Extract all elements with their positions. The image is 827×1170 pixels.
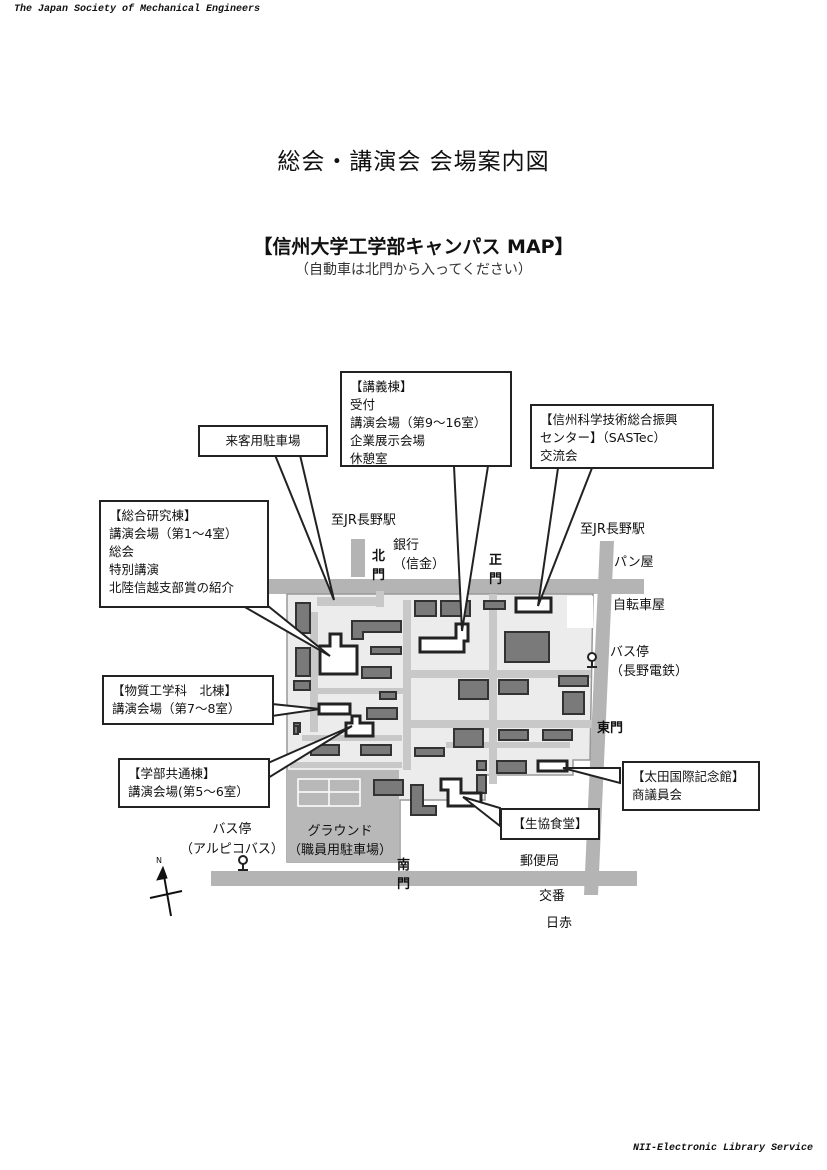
callout-materials-building: 【物質工学科 北棟】 講演会場（第7～8室）	[102, 675, 274, 725]
callout-line: 来客用駐車場	[225, 433, 301, 448]
publisher-header: The Japan Society of Mechanical Engineer…	[14, 4, 261, 15]
callout-lecture-building: 【講義棟】 受付 講演会場（第9～16室） 企業展示会場 休憩室	[340, 371, 512, 467]
callout-coop-cafeteria: 【生協食堂】	[500, 808, 600, 840]
label-south-gate: 南 門	[397, 856, 410, 894]
callout-line: 【総合研究棟】	[109, 508, 197, 523]
sastec-bldg	[514, 596, 553, 614]
label-line: 南	[397, 858, 411, 873]
callout-line: 【学部共通棟】	[128, 766, 216, 781]
label-police-box: 交番	[539, 889, 566, 904]
callout-line: 受付	[350, 397, 376, 412]
callout-sastec: 【信州科学技術総合振興 センター】（SASTec） 交流会	[530, 404, 714, 469]
callout-line: 特別講演	[109, 562, 160, 577]
callout-line: 【信州科学技術総合振興	[540, 412, 678, 427]
label-bike-shop: 自転車屋	[613, 598, 666, 613]
compass-icon	[149, 865, 183, 917]
callout-line: 【講義棟】	[350, 379, 413, 394]
north-road	[268, 579, 644, 594]
lecture-bldg	[418, 622, 470, 654]
callout-line: 講演会場（第9～16室）	[350, 415, 487, 430]
label-main-gate: 正 門	[489, 551, 502, 589]
label-to-jr-station-east: 至JR長野駅	[580, 522, 645, 537]
callout-line: 講演会場(第5～6室）	[128, 784, 249, 799]
callout-guest-parking: 来客用駐車場	[198, 425, 328, 457]
label-ground: グラウンド （職員用駐車場）	[288, 822, 392, 860]
south-road	[211, 871, 637, 886]
callout-common-building: 【学部共通棟】 講演会場(第5～6室）	[118, 758, 270, 808]
venue-buildings	[317, 596, 569, 808]
page-title: 総会・講演会 会場案内図	[277, 149, 550, 175]
internal-paths	[290, 591, 591, 784]
callout-research-building: 【総合研究棟】 講演会場（第1～4室） 総会 特別講演 北陸信越支部賞の紹介	[99, 500, 269, 608]
label-bank: 銀行 （信金）	[393, 536, 445, 574]
research-bldg	[318, 632, 359, 676]
materials-bldg	[317, 702, 352, 716]
callout-line: 商議員会	[632, 787, 683, 802]
label-bus-stop-east: バス停 （長野電鉄）	[610, 643, 688, 681]
label-line: 門	[489, 572, 503, 587]
callout-line: 休憩室	[350, 451, 388, 466]
label-line: バス停	[212, 822, 252, 837]
buildings	[293, 600, 589, 816]
callout-line: 北陸信越支部賞の紹介	[109, 580, 235, 595]
label-line: （アルピコバス）	[180, 842, 284, 857]
label-line: バス停	[610, 645, 650, 660]
label-north-gate: 北 門	[372, 547, 385, 585]
bus-stop-icons	[238, 652, 597, 871]
callout-line: 企業展示会場	[350, 433, 426, 448]
label-east-gate: 東門	[597, 721, 624, 736]
label-to-jr-station-north: 至JR長野駅	[331, 513, 396, 528]
label-line: グラウンド	[307, 824, 373, 839]
label-bakery: パン屋	[614, 555, 654, 570]
label-line: （長野電鉄）	[610, 664, 689, 679]
callout-ota-hall: 【太田国際記念館】 商議員会	[622, 761, 760, 811]
ota-hall	[536, 759, 569, 773]
callout-line: 講演会場（第1～4室）	[109, 526, 238, 541]
label-line: 門	[372, 568, 386, 583]
label-red-cross: 日赤	[546, 916, 573, 931]
map-title: 【信州大学工学部キャンパス MAP】	[253, 236, 574, 258]
callout-pointers	[239, 454, 621, 829]
callout-line: 【物質工学科 北棟】	[112, 683, 238, 698]
label-bus-stop-south: バス停 （アルピコバス）	[180, 820, 284, 860]
callout-line: 講演会場（第7～8室）	[112, 701, 241, 716]
label-line: （職員用駐車場）	[288, 843, 393, 858]
label-line: 北	[372, 549, 386, 564]
callout-line: 交流会	[540, 448, 578, 463]
label-line: 銀行	[393, 538, 420, 553]
compass-north-label: N	[156, 856, 162, 865]
callout-line: 【生協食堂】	[512, 816, 588, 831]
callout-line: センター】（SASTec）	[540, 430, 666, 445]
library-footer: NII-Electronic Library Service	[632, 1143, 813, 1154]
north-access-road	[351, 539, 365, 577]
label-post-office: 郵便局	[520, 854, 560, 869]
map-note: （自動車は北門から入ってください）	[295, 262, 532, 278]
label-line: 正	[489, 553, 503, 568]
tennis-courts	[297, 778, 361, 807]
label-line: （信金）	[393, 557, 446, 572]
east-road	[584, 541, 614, 895]
bike-shop-lot	[567, 596, 593, 628]
label-line: 門	[397, 877, 411, 892]
callout-line: 総会	[109, 544, 135, 559]
callout-line: 【太田国際記念館】	[632, 769, 745, 784]
common-bldg	[344, 714, 375, 738]
